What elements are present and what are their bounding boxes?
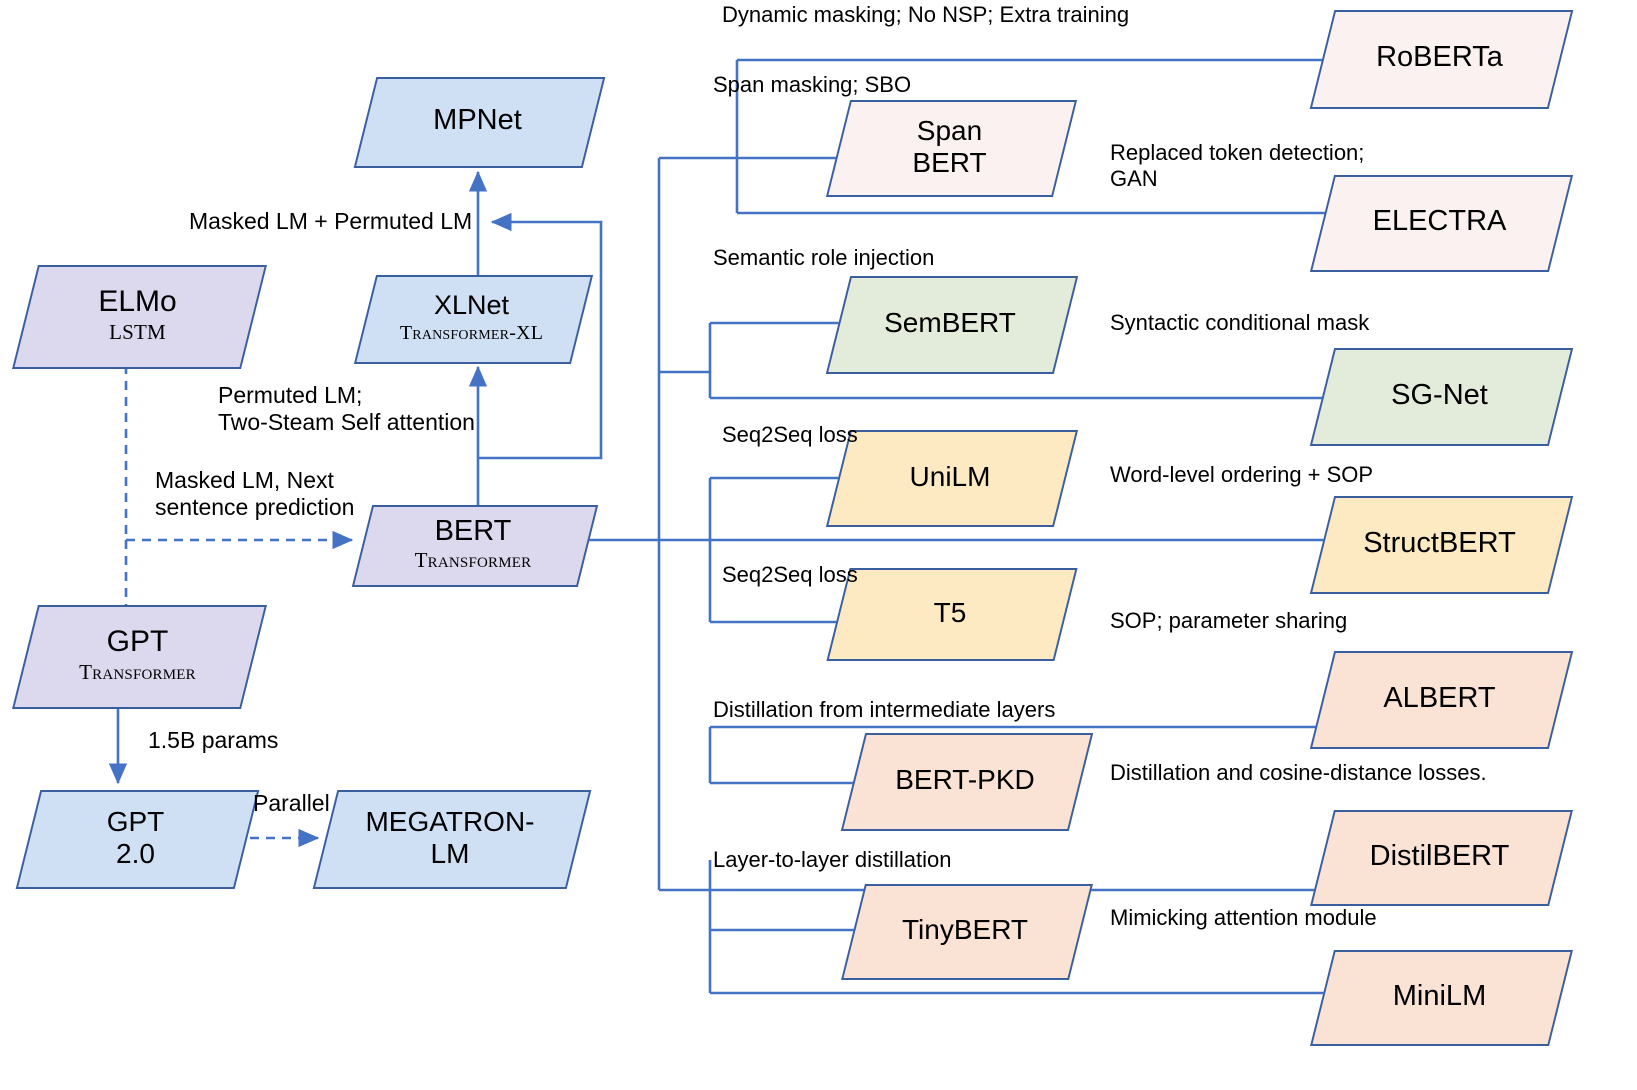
node-title-sembert: SemBERT (884, 307, 1016, 339)
model-node-megatron[interactable]: MEGATRON- LM (312, 790, 592, 889)
model-node-minilm[interactable]: MiniLM (1310, 950, 1573, 1046)
edge-label-params-15b: 1.5B params (148, 727, 279, 753)
node-text-structbert: StructBERT (1363, 527, 1516, 559)
node-text-electra: ELECTRA (1373, 205, 1507, 237)
node-text-sgnet: SG-Net (1391, 379, 1488, 411)
edge-label-word-ordering: Word-level ordering + SOP (1110, 462, 1374, 487)
node-subtitle-xlnet: Transformer-XL (399, 322, 544, 345)
node-text-megatron: MEGATRON- LM (365, 806, 534, 869)
node-title-megatron: MEGATRON- LM (365, 806, 535, 869)
node-subtitle-bert: Transformer (414, 548, 532, 573)
edge-label-replaced-token: Replaced token detection; GAN (1110, 140, 1365, 191)
edge-label-seq2seq-t5: Seq2Seq loss (722, 562, 858, 587)
node-text-albert: ALBERT (1383, 682, 1495, 714)
model-node-sembert[interactable]: SemBERT (825, 276, 1079, 374)
node-text-sembert: SemBERT (884, 307, 1016, 338)
model-node-electra[interactable]: ELECTRA (1309, 175, 1574, 272)
node-text-distilbert: DistilBERT (1370, 840, 1510, 872)
node-title-elmo: ELMo (98, 285, 177, 319)
edge-label-seq2seq-unilm: Seq2Seq loss (722, 422, 858, 447)
model-node-unilm[interactable]: UniLM (825, 430, 1079, 527)
node-title-distilbert: DistilBERT (1369, 839, 1510, 872)
node-title-tinybert: TinyBERT (901, 914, 1029, 946)
model-node-tinybert[interactable]: TinyBERT (841, 884, 1093, 980)
node-title-roberta: RoBERTa (1376, 41, 1503, 74)
model-node-t5[interactable]: T5 (826, 568, 1078, 661)
model-node-roberta[interactable]: RoBERTa (1309, 10, 1574, 109)
node-title-gpt2: GPT 2.0 (106, 806, 165, 869)
node-title-unilm: UniLM (909, 460, 991, 492)
edge-label-span-masking: Span masking; SBO (713, 72, 912, 97)
edge-label-parallel: Parallel (253, 790, 330, 816)
node-text-minilm: MiniLM (1393, 980, 1486, 1012)
node-title-electra: ELECTRA (1372, 205, 1507, 238)
edge-label-layer-to-layer: Layer-to-layer distillation (713, 847, 952, 872)
edge-label-mimicking: Mimicking attention module (1110, 905, 1377, 930)
model-node-structbert[interactable]: StructBERT (1309, 496, 1574, 594)
edge-label-masked-permuted: Masked LM + Permuted LM (189, 208, 473, 234)
model-node-spanbert[interactable]: Span BERT (825, 100, 1078, 197)
edge-label-permuted-twostream: Permuted LM; Two-Steam Self attention (218, 382, 475, 436)
node-text-bertpkd: BERT-PKD (895, 764, 1035, 795)
node-text-tinybert: TinyBERT (902, 914, 1028, 945)
node-text-spanbert: Span BERT (912, 115, 986, 178)
node-title-sgnet: SG-Net (1391, 378, 1488, 411)
node-title-structbert: StructBERT (1363, 526, 1516, 559)
node-text-gpt2: GPT 2.0 (107, 806, 165, 869)
model-node-albert[interactable]: ALBERT (1309, 651, 1574, 749)
node-subtitle-elmo: LSTM (109, 320, 166, 345)
model-node-sgnet[interactable]: SG-Net (1309, 348, 1574, 446)
node-title-albert: ALBERT (1383, 681, 1496, 714)
node-text-roberta: RoBERTa (1376, 41, 1503, 73)
model-node-mpnet[interactable]: MPNet (353, 77, 606, 168)
model-node-bertpkd[interactable]: BERT-PKD (840, 733, 1094, 831)
node-title-bert: BERT (434, 515, 512, 547)
node-title-bertpkd: BERT-PKD (895, 764, 1035, 796)
node-subtitle-gpt: Transformer (79, 660, 196, 685)
edge-label-sop-param: SOP; parameter sharing (1110, 608, 1348, 633)
edge-label-distill-inter: Distillation from intermediate layers (713, 697, 1056, 722)
edge-label-syntactic-mask: Syntactic conditional mask (1110, 310, 1370, 335)
edge-label-dynamic-masking: Dynamic masking; No NSP; Extra training (722, 2, 1130, 27)
node-title-minilm: MiniLM (1392, 979, 1487, 1012)
node-title-t5: T5 (933, 596, 967, 628)
node-title-mpnet: MPNet (433, 104, 522, 137)
edge-label-masked-nsp: Masked LM, Next sentence prediction (155, 467, 355, 521)
node-title-spanbert: Span BERT (912, 115, 987, 178)
node-text-mpnet: MPNet (433, 104, 522, 136)
edge-label-semantic-role: Semantic role injection (713, 245, 935, 270)
node-title-gpt: GPT (106, 625, 169, 659)
edge-label-distill-cosine: Distillation and cosine-distance losses. (1110, 760, 1487, 785)
node-text-unilm: UniLM (910, 461, 991, 492)
model-node-gpt2[interactable]: GPT 2.0 (15, 790, 260, 889)
model-node-distilbert[interactable]: DistilBERT (1310, 810, 1573, 906)
node-title-xlnet: XLNet (433, 290, 510, 321)
node-text-t5: T5 (934, 597, 967, 628)
